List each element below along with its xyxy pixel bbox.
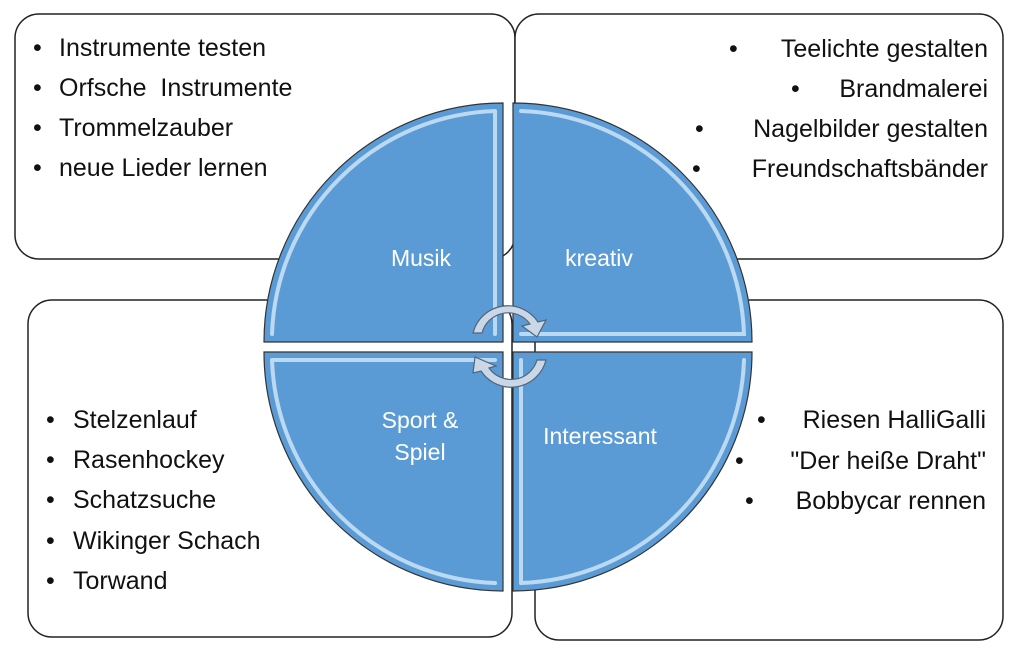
segment-label-sport-line2: Spiel <box>394 439 445 465</box>
svg-text:•: • <box>735 447 744 475</box>
list-item: Freundschaftsbänder <box>752 155 988 183</box>
list-item: Wikinger Schach <box>73 527 261 555</box>
svg-text:•: • <box>695 115 704 143</box>
bullet: • <box>33 74 42 102</box>
list-item: neue Lieder lernen <box>59 154 268 182</box>
list-item: Orfsche Instrumente <box>59 74 292 102</box>
list-item: Bobbycar rennen <box>796 487 986 515</box>
svg-text:•: • <box>46 406 55 434</box>
interessant-list: Riesen HalliGalli "Der heiße Draht" Bobb… <box>790 406 986 515</box>
bullet: • <box>33 114 42 142</box>
list-item: "Der heiße Draht" <box>790 447 986 475</box>
list-item: Teelichte gestalten <box>781 35 988 63</box>
list-item: Riesen HalliGalli <box>803 406 986 434</box>
svg-text:•: • <box>729 35 738 63</box>
kreativ-list: Teelichte gestalten Brandmalerei Nagelbi… <box>752 35 988 183</box>
list-item: Stelzenlauf <box>73 406 197 434</box>
svg-text:•: • <box>757 406 766 434</box>
bullet: • <box>33 34 42 62</box>
list-item: Instrumente testen <box>59 34 266 62</box>
list-item: Rasenhockey <box>73 446 225 474</box>
kreativ-bullets: • • • • <box>692 35 800 183</box>
list-item: Nagelbilder gestalten <box>753 115 988 143</box>
svg-text:•: • <box>46 446 55 474</box>
segment-interessant <box>512 351 753 592</box>
svg-text:•: • <box>46 567 55 595</box>
svg-text:•: • <box>46 527 55 555</box>
list-item: Torwand <box>73 567 168 595</box>
segment-label-interessant: Interessant <box>543 423 657 449</box>
list-item: Trommelzauber <box>59 114 233 142</box>
segment-kreativ <box>512 102 753 343</box>
svg-text:•: • <box>692 155 701 183</box>
segment-sport-spiel <box>263 351 504 592</box>
musik-list: • Instrumente testen • Orfsche Instrumen… <box>33 34 292 182</box>
segment-label-sport-line1: Sport & <box>382 407 459 433</box>
sport-spiel-list: • Stelzenlauf • Rasenhockey • Schatzsuch… <box>46 406 261 595</box>
segment-label-musik: Musik <box>391 245 452 271</box>
segment-label-kreativ: kreativ <box>565 245 633 271</box>
svg-text:•: • <box>745 487 754 515</box>
svg-text:•: • <box>46 486 55 514</box>
circular-arrows-icon <box>472 305 548 388</box>
interessant-bullets: • • • <box>735 406 766 515</box>
svg-text:•: • <box>791 75 800 103</box>
list-item: Brandmalerei <box>839 75 988 103</box>
bullet: • <box>33 154 42 182</box>
list-item: Schatzsuche <box>73 486 216 514</box>
segment-musik <box>263 102 504 343</box>
